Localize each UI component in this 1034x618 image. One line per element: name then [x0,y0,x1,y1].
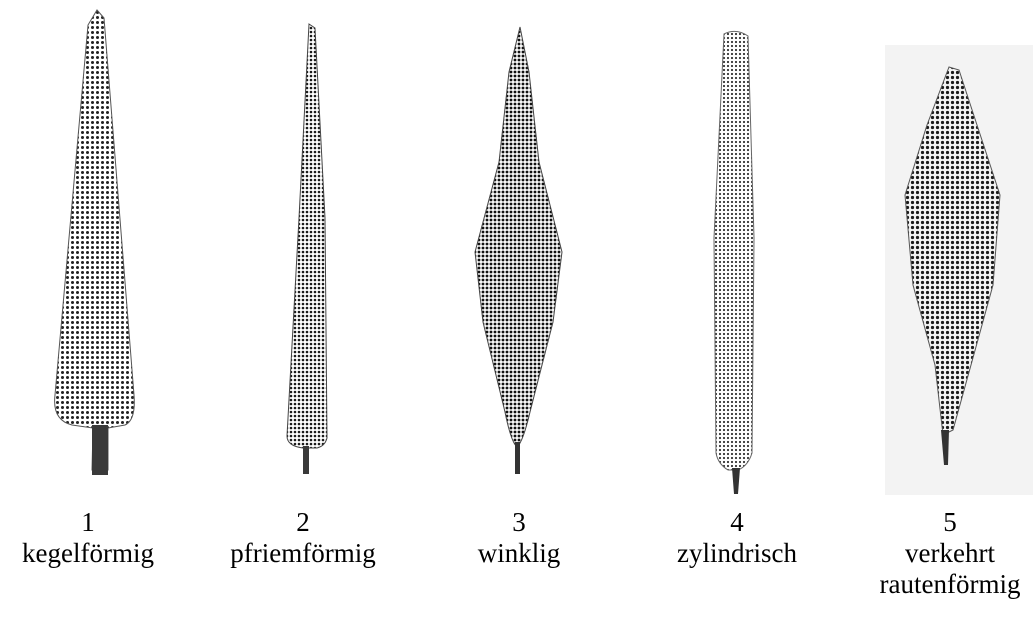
caption-2-number: 2 [230,507,375,538]
caption-5-number: 5 [880,507,1021,538]
spike-shape-2-awl [265,18,355,478]
caption-4-name: zylindrisch [677,538,797,569]
caption-1: 1 kegelförmig [22,507,154,569]
caption-5: 5 verkehrt rautenförmig [880,507,1021,600]
caption-1-number: 1 [22,507,154,538]
spike-shape-5-inverted-rhombic [885,45,1033,495]
caption-4: 4 zylindrisch [677,507,797,569]
caption-5-name: verkehrt [880,538,1021,569]
caption-3: 3 winklig [478,507,561,569]
spike-shape-1-conical [30,0,170,480]
caption-5-name-line2: rautenförmig [880,569,1021,600]
caption-4-number: 4 [677,507,797,538]
caption-2-name: pfriemförmig [230,538,375,569]
caption-2: 2 pfriemförmig [230,507,375,569]
caption-3-number: 3 [478,507,561,538]
caption-3-name: winklig [478,538,561,569]
spike-shape-3-angular [465,22,575,482]
caption-1-name: kegelförmig [22,538,154,569]
spike-shape-4-cylindrical [702,28,772,498]
